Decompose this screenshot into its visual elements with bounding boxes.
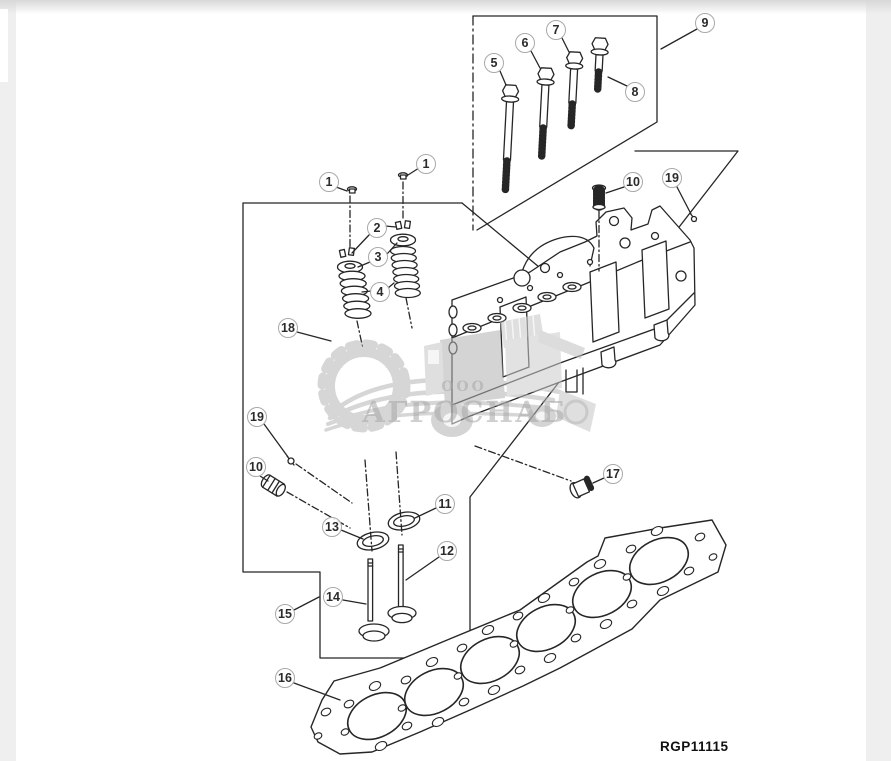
part-callout-number: 6 xyxy=(521,35,529,50)
part-callout-number: 12 xyxy=(440,543,454,558)
part-callout-number: 2 xyxy=(373,220,381,235)
part-callout: 17 xyxy=(603,464,623,484)
page-margin-notch xyxy=(0,9,8,82)
plug-17 xyxy=(569,475,595,499)
part-callout: 6 xyxy=(515,33,535,53)
part-callout-number: 16 xyxy=(278,670,292,685)
part-callout: 7 xyxy=(546,20,566,40)
part-callout-number: 18 xyxy=(281,320,295,335)
part-callout: 19 xyxy=(662,168,682,188)
part-callout-number: 4 xyxy=(376,284,384,299)
part-callout-number: 19 xyxy=(250,409,264,424)
part-callout: 10 xyxy=(246,457,266,477)
part-callout: 15 xyxy=(275,604,295,624)
part-callout-number: 17 xyxy=(606,466,620,481)
cylinder-head-art xyxy=(448,205,696,425)
part-callout: 18 xyxy=(278,318,298,338)
part-callout-number: 14 xyxy=(326,589,340,604)
part-callout: 3 xyxy=(368,247,388,267)
part-callout: 16 xyxy=(275,668,295,688)
part-callout: 8 xyxy=(625,82,645,102)
cup-plug-top xyxy=(591,184,607,212)
part-callout-number: 13 xyxy=(325,519,339,534)
plug-art xyxy=(260,184,698,499)
part-callout-number: 1 xyxy=(325,174,333,189)
part-callout-number: 15 xyxy=(278,606,292,621)
drawing-code: RGP11115 xyxy=(660,739,729,754)
cup-plug-left xyxy=(260,474,286,497)
part-callout: 1 xyxy=(416,154,436,174)
valve-spring-art xyxy=(336,172,421,319)
part-callout: 11 xyxy=(435,494,455,514)
part-callout: 1 xyxy=(319,172,339,192)
part-callout: 19 xyxy=(247,407,267,427)
center-lines xyxy=(286,181,600,552)
valve-12 xyxy=(387,544,417,624)
callout-leader-lines xyxy=(259,28,698,701)
part-callout-number: 9 xyxy=(701,15,709,30)
part-callout: 10 xyxy=(623,172,643,192)
pin-top xyxy=(689,212,698,223)
part-callout-number: 10 xyxy=(626,174,640,189)
part-callout-number: 3 xyxy=(374,249,382,264)
part-callout-number: 7 xyxy=(552,22,560,37)
part-callout: 5 xyxy=(484,53,504,73)
gasket-holes xyxy=(313,525,718,752)
part-callout: 2 xyxy=(367,218,387,238)
valve-cap-left xyxy=(346,186,358,194)
part-callout: 12 xyxy=(437,541,457,561)
part-callout-number: 1 xyxy=(422,156,430,171)
part-callout-number: 10 xyxy=(249,459,263,474)
valve-spring-left xyxy=(338,270,372,319)
part-callout: 13 xyxy=(322,517,342,537)
part-callout-number: 11 xyxy=(438,496,452,511)
part-callout: 9 xyxy=(695,13,715,33)
part-callout-number: 8 xyxy=(631,84,639,99)
part-callout-number: 5 xyxy=(490,55,498,70)
gasket-bores xyxy=(346,536,690,741)
part-callout: 4 xyxy=(370,282,390,302)
valve-14 xyxy=(358,558,390,642)
valve-spring-right xyxy=(389,245,421,299)
valve-art xyxy=(356,511,421,642)
valve-cap-right xyxy=(397,172,409,180)
bolt-art xyxy=(501,37,609,194)
page-margin-right xyxy=(866,0,891,761)
part-callout-number: 19 xyxy=(665,170,679,185)
page-margin-left xyxy=(0,0,16,761)
head-gasket-art xyxy=(310,519,727,755)
page-top-shadow xyxy=(0,0,891,14)
part-callout: 14 xyxy=(323,587,343,607)
